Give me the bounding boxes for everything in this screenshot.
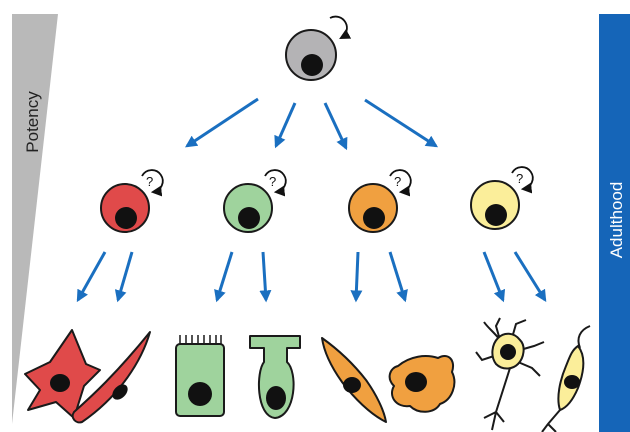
self-renewal-arrow-icon (264, 169, 287, 197)
uncertain-self-renewal: ? ? ? ? (141, 166, 534, 197)
smooth-muscle-cell-icon (71, 331, 151, 424)
brush-border-epithelial-cell-icon (175, 335, 225, 417)
stem-cell-icon (285, 29, 337, 81)
progenitor-cell-icon (223, 183, 273, 233)
potency-label: Potency (23, 91, 42, 153)
question-mark-icon: ? (394, 174, 401, 189)
question-mark-icon: ? (146, 174, 153, 189)
fibroblast-icon (24, 329, 101, 419)
adulthood-label: Adulthood (607, 181, 626, 259)
self-renewal-arrow-icon (389, 169, 412, 197)
progenitor-cell-icon (470, 180, 520, 230)
adulthood-bar (599, 14, 630, 432)
self-renewal-arrow-icon (141, 169, 164, 197)
bipolar-neuron-icon (541, 325, 591, 432)
spindle-cell-icon (321, 337, 387, 423)
progenitor-cell-icon (100, 183, 150, 233)
arrows-stem-to-progenitors (184, 97, 439, 151)
question-mark-icon: ? (516, 171, 523, 186)
question-mark-icon: ? (269, 174, 276, 189)
self-renewal-arrow-icon (329, 15, 352, 40)
amoeboid-cell-icon (388, 354, 456, 413)
potency-gradient-wedge (12, 14, 58, 424)
self-renewal-arrow-icon (511, 166, 534, 194)
goblet-cell-icon (249, 335, 301, 419)
progenitor-cell-icon (348, 183, 398, 233)
arrows-progenitors-to-mature-cells (76, 251, 547, 303)
stellate-neuron-icon (475, 317, 545, 431)
